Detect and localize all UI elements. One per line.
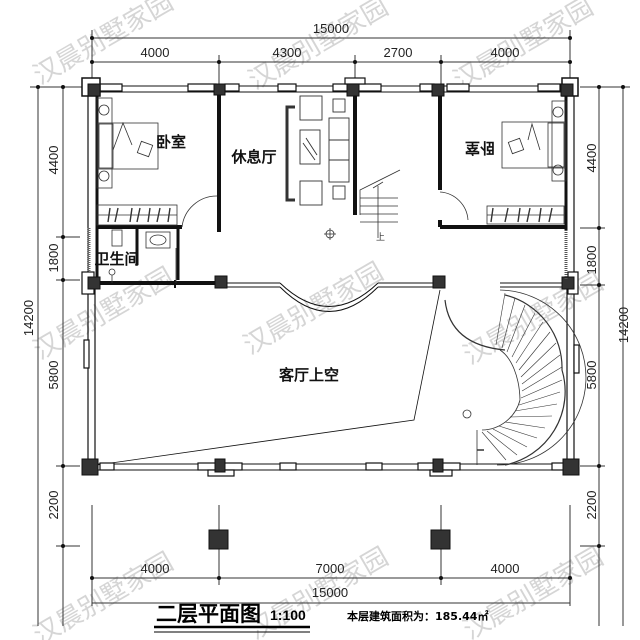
ceiling-light-icon [324, 228, 336, 240]
drawing-scale: 1:100 [270, 607, 306, 623]
bottom-dimensions [90, 505, 572, 606]
right-dimensions [580, 85, 630, 626]
dim-top-seg-3: 2700 [384, 45, 413, 60]
room-label-bedroom-left: 卧室 [156, 133, 186, 151]
dim-right-seg-2: 1800 [584, 246, 599, 275]
room-label-living-void: 客厅上空 [278, 366, 339, 384]
dim-right-total: 14200 [616, 307, 631, 343]
left-dimensions [30, 85, 90, 626]
bathroom-fixtures [108, 229, 177, 283]
watermark: 汉晨别墅家园 [29, 262, 179, 366]
bed-right [501, 100, 567, 182]
straight-stair [359, 169, 401, 238]
watermark: 汉晨别墅家园 [459, 542, 609, 640]
dim-left-total: 14200 [21, 300, 36, 336]
dim-left-seg-2: 1800 [46, 244, 61, 273]
dim-bottom-seg-1: 4000 [141, 561, 170, 576]
wardrobe-right [486, 205, 565, 225]
room-label-lounge: 休息厅 [230, 148, 276, 166]
top-dimensions [90, 30, 572, 88]
dim-left-seg-4: 2200 [46, 491, 61, 520]
dim-right-seg-1: 4400 [584, 144, 599, 173]
dim-bottom-total: 15000 [312, 585, 348, 600]
door-swing-left-bedroom [181, 195, 218, 228]
room-label-bathroom: 卫生间 [94, 250, 139, 268]
dim-left-seg-1: 4400 [46, 146, 61, 175]
dim-left-seg-3: 5800 [46, 361, 61, 390]
columns [81, 83, 580, 550]
drawing-title: 二层平面图 [156, 602, 261, 626]
dim-right-seg-3: 5800 [584, 361, 599, 390]
spiral-stair [444, 289, 587, 466]
floor-area-label: 本层建筑面积为：185.44㎡ [347, 609, 488, 623]
stair-up-label: 上 [376, 232, 385, 243]
dim-bottom-seg-3: 4000 [491, 561, 520, 576]
walls [87, 85, 575, 471]
dim-top-seg-2: 4300 [273, 45, 302, 60]
lounge-sofa-set [285, 95, 350, 206]
door-swing-right-bedroom [439, 191, 469, 221]
dim-top-seg-1: 4000 [141, 45, 170, 60]
watermark: 汉晨别墅家园 [244, 0, 394, 96]
dim-bottom-seg-2: 7000 [316, 561, 345, 576]
wardrobe-left [96, 204, 178, 226]
dim-right-seg-4: 2200 [584, 491, 599, 520]
dim-top-total: 15000 [313, 21, 349, 36]
bed-left [96, 97, 159, 189]
dim-top-seg-4: 4000 [491, 45, 520, 60]
room-label-bedroom-right: 卧室 [465, 139, 495, 157]
